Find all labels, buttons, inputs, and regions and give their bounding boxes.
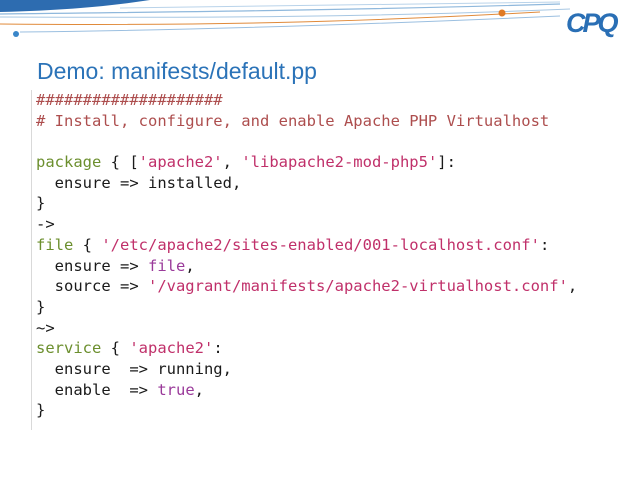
code-line: } [36, 297, 616, 318]
code-token: ensure => running, [36, 359, 232, 378]
header-blue-wedge [0, 0, 150, 12]
code-token: 'apache2' [129, 339, 214, 358]
code-token: { [101, 339, 130, 358]
page-title: Demo: manifests/default.pp [37, 58, 317, 84]
code-line: file { '/etc/apache2/sites-enabled/001-l… [36, 235, 616, 256]
code-line: package { ['apache2', 'libapache2-mod-ph… [36, 152, 616, 173]
code-token: enable => [36, 380, 158, 399]
code-token: , [194, 380, 204, 399]
code-line: ~> [36, 318, 616, 339]
code-line: ensure => running, [36, 359, 616, 380]
code-token: } [36, 401, 46, 420]
header-dot [498, 9, 506, 17]
code-line: } [36, 400, 616, 421]
code-token: ensure => [36, 256, 148, 275]
code-line: source => '/vagrant/manifests/apache2-vi… [36, 276, 616, 297]
code-line: ensure => installed, [36, 173, 616, 194]
logo: CPQ [566, 8, 619, 38]
code-token: { [ [101, 153, 139, 172]
header-curve-line [19, 15, 561, 33]
code-line: enable => true, [36, 380, 616, 401]
code-token: ]: [437, 153, 456, 172]
code-token: service [36, 339, 102, 358]
header-dot [13, 31, 19, 37]
header-curve-line [0, 3, 561, 15]
header-swoosh-decoration [0, 0, 571, 37]
code-token: { [73, 235, 102, 254]
code-token: -> [36, 215, 55, 234]
code-line: -> [36, 214, 616, 235]
code-line [36, 131, 616, 152]
code-token: : [539, 235, 550, 254]
code-line: #################### [36, 90, 616, 111]
code-line: } [36, 193, 616, 214]
code-token: package [36, 153, 102, 172]
code-token: '/etc/apache2/sites-enabled/001-localhos… [101, 235, 540, 254]
code-token: } [36, 194, 46, 213]
code-token: ensure => installed, [36, 173, 242, 192]
code-token: '/vagrant/manifests/apache2-virtualhost.… [147, 277, 568, 296]
header-curve-line [0, 11, 541, 25]
code-block: #################### # Install, configure… [31, 90, 616, 430]
code-token: , [185, 256, 195, 275]
code-token: true [157, 380, 195, 399]
code-token: : [213, 339, 223, 358]
code-line: ensure => file, [36, 256, 616, 277]
code-token: # Install, configure, and enable Apache … [36, 111, 550, 130]
code-token: file [147, 256, 186, 275]
code-token: 'apache2' [138, 153, 223, 172]
header-curve-line [119, 1, 561, 9]
code-token: , [222, 153, 242, 172]
header-curve-line [0, 8, 571, 18]
code-token: 'libapache2-mod-php5' [241, 153, 438, 172]
code-line: service { 'apache2': [36, 338, 616, 359]
code-token: file [36, 235, 74, 254]
code-token: , [567, 277, 578, 296]
code-token: source => [36, 277, 148, 296]
code-line: # Install, configure, and enable Apache … [36, 111, 616, 132]
code-token: #################### [36, 91, 223, 109]
code-token: } [36, 297, 46, 316]
code-token: ~> [36, 318, 55, 337]
